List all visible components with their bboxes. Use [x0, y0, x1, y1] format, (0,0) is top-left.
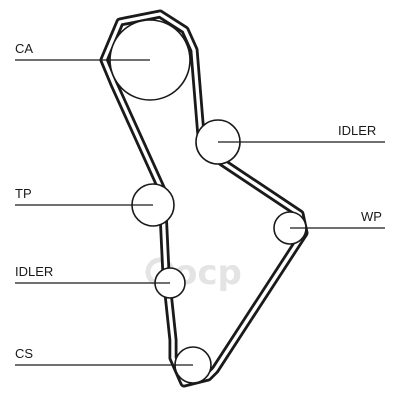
timing-belt	[99, 9, 309, 388]
label-wp: WP	[361, 209, 382, 224]
label-ca: CA	[15, 41, 33, 56]
belt-hollow	[102, 12, 306, 385]
label-idler-bottom: IDLER	[15, 264, 53, 279]
label-idler-top: IDLER	[338, 123, 376, 138]
label-tp: TP	[15, 186, 32, 201]
label-cs: CS	[15, 346, 33, 361]
